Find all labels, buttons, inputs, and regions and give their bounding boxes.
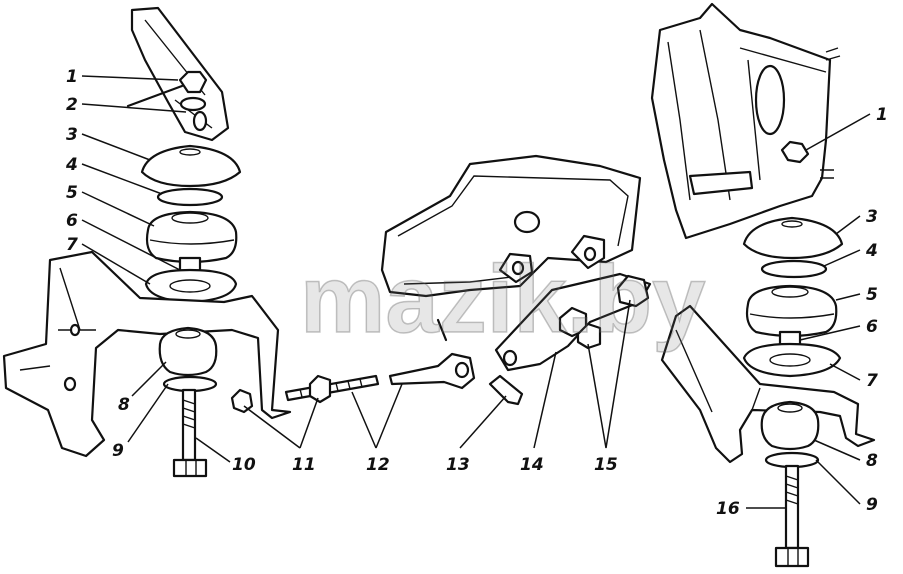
tie-rod-nut	[308, 374, 332, 404]
part-labels: 1 2 3 4 5 6 7 8 9 10 11 12 13 14 15 1 3 …	[65, 67, 888, 519]
tie-rod-threaded	[284, 374, 380, 402]
left-washer-upper	[156, 187, 224, 207]
right-washer-upper	[760, 259, 828, 279]
watermark: mazik.by	[300, 246, 706, 353]
leader-lines	[81, 75, 871, 509]
adjust-nut	[230, 388, 254, 414]
label-3-right: 3	[866, 207, 878, 227]
label-7-right: 7	[866, 371, 878, 391]
left-cup	[140, 144, 242, 188]
link-bolt-2	[616, 274, 650, 308]
label-4-right: 4	[865, 241, 878, 261]
label-15: 15	[594, 455, 618, 475]
clevis-pin	[488, 374, 524, 406]
label-5-right: 5	[866, 285, 878, 305]
right-frame-bracket	[660, 304, 876, 464]
label-6-left: 6	[66, 211, 78, 231]
right-mount-assembly	[650, 2, 876, 568]
label-16: 16	[716, 499, 740, 519]
left-lower-plate	[144, 268, 238, 304]
right-bolt-head	[774, 546, 810, 568]
label-4-left: 4	[65, 155, 78, 175]
right-rubber-cushion-lower	[760, 400, 820, 451]
label-5-left: 5	[66, 183, 78, 203]
link-bolt-3	[576, 322, 602, 350]
centre-assembly	[284, 154, 652, 406]
label-12: 12	[366, 455, 390, 475]
right-lower-plate	[742, 342, 842, 378]
label-10: 10	[232, 455, 256, 475]
label-8-left: 8	[118, 395, 130, 415]
right-engine-bracket	[650, 2, 832, 240]
label-6-right: 6	[866, 317, 878, 337]
left-rubber-cushion-upper	[145, 210, 238, 264]
label-1-right: 1	[876, 105, 888, 125]
clevis-cotter	[436, 318, 448, 342]
left-mount-assembly	[2, 6, 292, 478]
left-rubber-cushion-lower	[158, 326, 218, 377]
right-cup	[742, 216, 844, 260]
crossmember-bracket	[380, 154, 642, 298]
label-9-right: 9	[866, 495, 878, 515]
label-9-left: 9	[112, 441, 124, 461]
label-3-left: 3	[66, 125, 78, 145]
label-8-right: 8	[866, 451, 878, 471]
label-11: 11	[292, 455, 316, 475]
right-rubber-cushion-upper	[745, 284, 838, 338]
label-1-left: 1	[66, 67, 78, 87]
left-nut	[178, 70, 208, 94]
tie-rod-clevis	[388, 352, 476, 390]
right-nut	[780, 140, 810, 164]
label-2: 2	[66, 95, 78, 115]
label-13: 13	[446, 455, 470, 475]
left-cotter-pin	[126, 84, 184, 108]
left-bolt-head	[172, 458, 208, 478]
left-upper-bracket	[130, 6, 230, 142]
label-14: 14	[520, 455, 544, 475]
label-7-left: 7	[66, 235, 78, 255]
